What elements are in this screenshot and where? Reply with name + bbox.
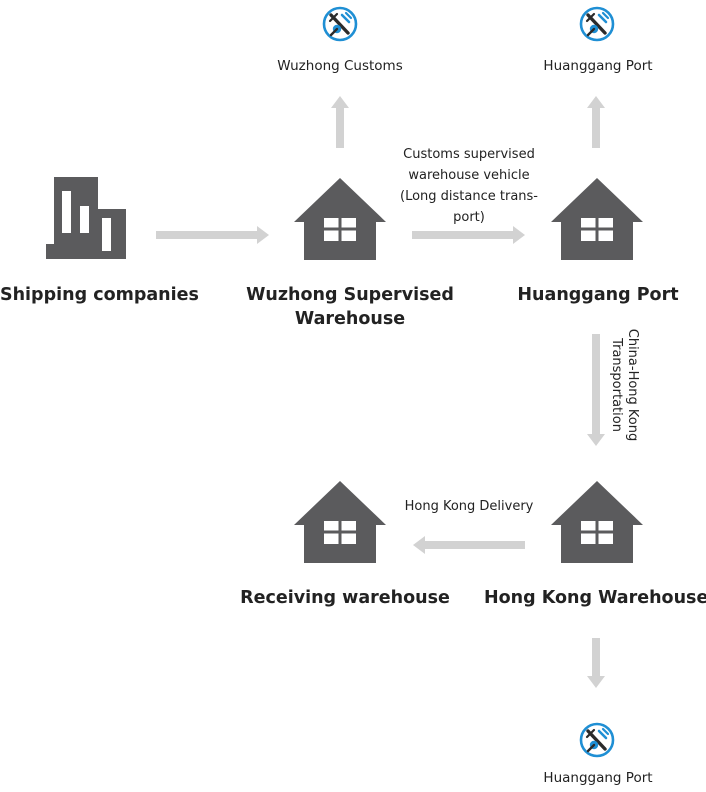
node-label-shipping: Shipping companies: [0, 285, 199, 305]
customs-inspection-icon-wuzhong: [322, 6, 358, 42]
edge-label-line2: warehouse vehicle: [408, 168, 530, 183]
edge-label-hk-delivery: Hong Kong Delivery: [404, 499, 534, 514]
edge-label-line1: Customs supervised: [403, 147, 535, 162]
edge-label-wuzhong-huanggang: Customs supervised warehouse vehicle (Lo…: [388, 144, 550, 228]
customs-inspection-icon-huanggang-bottom: [579, 722, 615, 758]
checkpoint-label-wuzhong-customs: Wuzhong Customs: [277, 58, 403, 74]
edge-label-line4: port): [453, 210, 485, 225]
edge-label-china-hk-line1: China-Hong Kong: [625, 328, 640, 442]
warehouse-icon-receiving: [294, 481, 386, 563]
factory-icon: [46, 177, 126, 259]
node-label-receiving: Receiving warehouse: [240, 588, 450, 608]
arrow-wuzhong-to-huanggang: [412, 226, 525, 244]
node-label-wuzhong: Wuzhong Supervised Warehouse: [240, 283, 460, 331]
warehouse-icon-wuzhong: [294, 178, 386, 260]
arrow-shipping-to-wuzhong: [156, 226, 269, 244]
customs-inspection-icon-huanggang-top: [579, 6, 615, 42]
arrow-huanggang-to-port: [587, 96, 605, 148]
arrow-hk-to-port: [587, 638, 605, 688]
edge-label-line3: (Long distance trans-: [400, 189, 538, 204]
arrow-wuzhong-to-customs: [331, 96, 349, 148]
checkpoint-label-huanggang-bottom: Huanggang Port: [543, 770, 653, 786]
checkpoint-label-huanggang-top: Huanggang Port: [543, 58, 653, 74]
arrow-huanggang-to-hk: [587, 334, 605, 446]
node-label-wuzhong-line1: Wuzhong Supervised: [246, 285, 454, 305]
warehouse-icon-huanggang: [551, 178, 643, 260]
edge-label-china-hk-line2: Transportation: [609, 338, 624, 432]
edge-label-china-hk: China-Hong Kong Transportation: [608, 315, 640, 455]
node-label-wuzhong-line2: Warehouse: [294, 309, 406, 329]
arrow-hk-to-receiving: [413, 536, 525, 554]
warehouse-icon-hongkong: [551, 481, 643, 563]
node-label-huanggang: Huanggang Port: [517, 285, 679, 305]
node-label-hk-warehouse: Hong Kong Warehouse: [484, 588, 706, 608]
